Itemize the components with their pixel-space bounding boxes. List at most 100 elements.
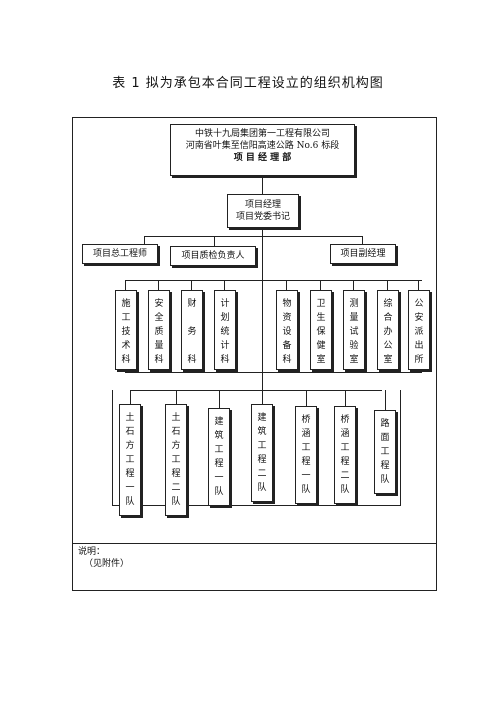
team-char: 程 xyxy=(380,461,390,471)
department-char: 计 xyxy=(220,341,230,351)
department-char: 室 xyxy=(349,355,359,365)
department-char: 全 xyxy=(154,313,164,323)
note-text: （见附件） xyxy=(84,559,130,569)
connector-level2-left xyxy=(144,236,145,244)
team-char: 涵 xyxy=(340,429,350,439)
manager-box: 项目经理 项目党委书记 xyxy=(227,194,299,228)
department-char: 公 xyxy=(383,341,393,351)
department-char: 设 xyxy=(282,327,292,337)
department-char: 术 xyxy=(121,341,131,351)
connector-team-bar xyxy=(130,390,382,391)
department-char: 统 xyxy=(220,327,230,337)
team-char: 路 xyxy=(380,419,390,429)
connector-level2-right xyxy=(362,236,363,244)
connector-team-6 xyxy=(385,390,386,410)
team-char: 桥 xyxy=(340,415,350,425)
team-char: 一 xyxy=(214,473,224,483)
department-char: 公 xyxy=(414,299,424,309)
chief-engineer-label: 项目总工程师 xyxy=(92,249,147,259)
department-char: 科 xyxy=(121,355,131,365)
team-box: 建筑工程一队 xyxy=(208,408,230,506)
department-char: 科 xyxy=(220,355,230,365)
team-char: 方 xyxy=(171,441,181,451)
department-char: 安 xyxy=(414,313,424,323)
connector-top-manager xyxy=(262,176,263,194)
team-char: 队 xyxy=(171,497,181,507)
department-char: 综 xyxy=(383,299,393,309)
department-char: 卫 xyxy=(316,299,326,309)
department-char: 施 xyxy=(121,299,131,309)
department-box: 施工技术科 xyxy=(115,290,137,370)
department-char: 量 xyxy=(349,313,359,323)
department-char: 科 xyxy=(154,355,164,365)
department-box: 计划统计科 xyxy=(214,290,236,370)
project-dept: 项 目 经 理 部 xyxy=(233,153,292,163)
connector-dept-bottom-bar xyxy=(125,372,422,373)
connector-team-4 xyxy=(306,390,307,406)
department-box: 综合办公室 xyxy=(377,290,399,370)
team-char: 队 xyxy=(214,487,224,497)
team-char: 队 xyxy=(257,483,267,493)
team-char: 队 xyxy=(125,497,135,507)
team-char: 程 xyxy=(301,457,311,467)
department-char: 室 xyxy=(383,355,393,365)
company-name: 中铁十九局集团第一工程有限公司 xyxy=(194,129,330,139)
department-box: 卫生保健室 xyxy=(310,290,332,370)
connector-team-3 xyxy=(262,390,263,404)
quality-head-label: 项目质检负责人 xyxy=(181,251,245,261)
department-box: 公安派出所 xyxy=(408,290,430,370)
team-char: 程 xyxy=(340,457,350,467)
department-char: 财 xyxy=(187,299,197,309)
project-section: 河南省叶集至信阳高速公路 No.6 标段 xyxy=(185,141,340,151)
team-char: 涵 xyxy=(301,429,311,439)
team-char: 土 xyxy=(125,413,135,423)
team-char: 程 xyxy=(125,469,135,479)
department-char: 所 xyxy=(414,355,424,365)
team-char: 工 xyxy=(257,441,267,451)
team-char: 工 xyxy=(125,455,135,465)
department-char: 保 xyxy=(316,327,326,337)
department-char: 物 xyxy=(282,299,292,309)
connector-level2-bar xyxy=(144,236,362,237)
team-char: 桥 xyxy=(301,415,311,425)
department-char: 科 xyxy=(282,355,292,365)
connector-team-1 xyxy=(176,390,177,404)
department-char: 办 xyxy=(383,327,393,337)
team-char: 工 xyxy=(214,445,224,455)
team-char: 建 xyxy=(214,417,224,427)
team-char: 石 xyxy=(125,427,135,437)
team-char: 工 xyxy=(171,455,181,465)
team-char: 工 xyxy=(301,443,311,453)
connector-team-frame-bottom xyxy=(112,505,401,506)
department-char: 工 xyxy=(121,313,131,323)
team-char: 一 xyxy=(125,483,135,493)
department-char: 质 xyxy=(154,327,164,337)
department-char: 出 xyxy=(414,341,424,351)
manager-line2: 项目党委书记 xyxy=(235,212,290,222)
department-char: 科 xyxy=(187,355,197,365)
department-char: 验 xyxy=(349,341,359,351)
department-char: 安 xyxy=(154,299,164,309)
department-char: 量 xyxy=(154,341,164,351)
team-char: 一 xyxy=(301,471,311,481)
quality-head-box: 项目质检负责人 xyxy=(170,246,256,266)
department-box: 物资设备科 xyxy=(276,290,298,370)
department-box: 财务科 xyxy=(181,290,203,370)
connector-team-frame-right xyxy=(400,390,401,505)
team-char: 筑 xyxy=(214,431,224,441)
connector-team-0 xyxy=(130,390,131,404)
department-char: 合 xyxy=(383,313,393,323)
team-box: 桥涵工程一队 xyxy=(295,406,317,504)
team-box: 桥涵工程二队 xyxy=(334,406,356,504)
chief-engineer-box: 项目总工程师 xyxy=(82,244,158,264)
department-char: 计 xyxy=(220,299,230,309)
department-char: 技 xyxy=(121,327,131,337)
team-char: 方 xyxy=(125,441,135,451)
department-char: 生 xyxy=(316,313,326,323)
team-char: 建 xyxy=(257,413,267,423)
connector-trunk xyxy=(262,228,263,390)
team-char: 二 xyxy=(171,483,181,493)
connector-team-5 xyxy=(345,390,346,406)
team-box: 土石方工程二队 xyxy=(165,404,187,516)
connector-team-frame xyxy=(112,390,113,505)
